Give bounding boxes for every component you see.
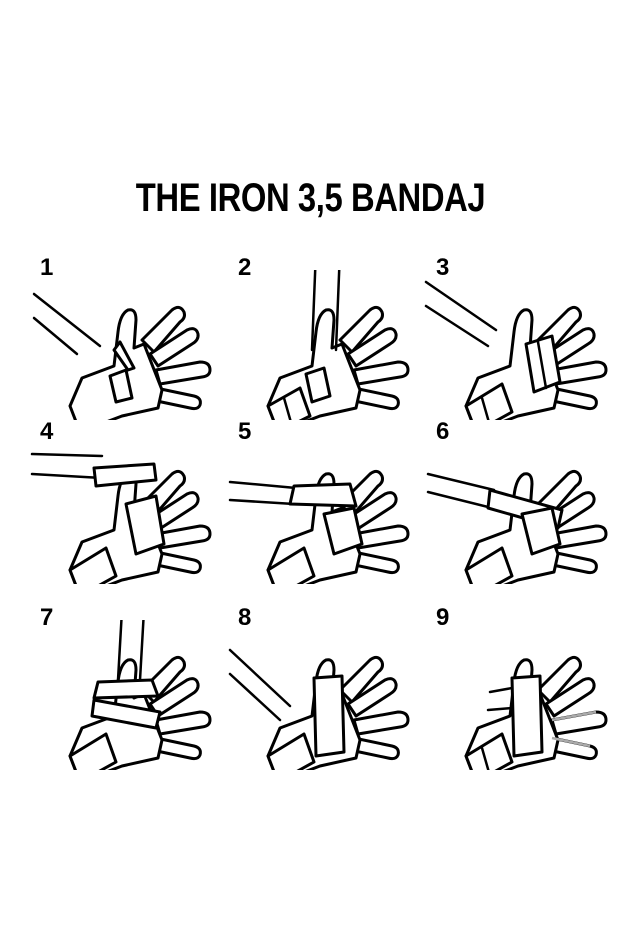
step-1: 1 <box>22 248 222 420</box>
step-number: 4 <box>40 418 54 445</box>
step-6: 6 <box>418 412 618 584</box>
step-number: 8 <box>238 604 252 631</box>
hand-wrap-illustration <box>266 270 410 420</box>
step-number: 6 <box>436 418 450 445</box>
hand-wrap-illustration <box>424 280 608 420</box>
step-number: 1 <box>40 254 54 281</box>
step-number: 3 <box>436 254 450 281</box>
hand-wrap-illustration <box>32 292 212 420</box>
step-4: 4 <box>22 412 222 584</box>
step-3: 3 <box>418 248 618 420</box>
hand-wrap-illustration <box>228 648 410 770</box>
step-7: 7 <box>22 598 222 770</box>
hand-wrap-illustration <box>464 655 608 770</box>
step-5: 5 <box>220 412 420 584</box>
step-9: 9 <box>418 598 618 770</box>
hand-wrap-illustration <box>228 469 410 584</box>
step-number: 7 <box>40 604 54 631</box>
step-number: 5 <box>238 418 252 445</box>
step-2: 2 <box>220 248 420 420</box>
step-number: 2 <box>238 254 252 281</box>
step-number: 9 <box>436 604 450 631</box>
hand-wrap-illustration <box>426 469 608 584</box>
hand-wrap-illustration <box>30 452 212 584</box>
page-title: THE IRON 3,5 BANDAJ <box>135 176 486 220</box>
hand-wrap-illustration <box>68 620 212 770</box>
step-8: 8 <box>220 598 420 770</box>
